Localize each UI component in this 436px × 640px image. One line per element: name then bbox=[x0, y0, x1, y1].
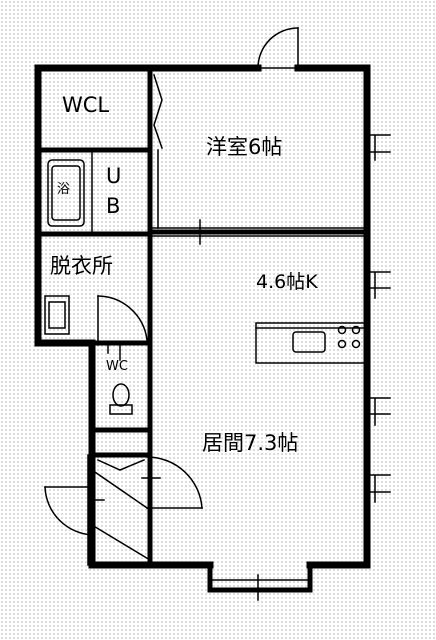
bath-label: 浴 bbox=[57, 182, 71, 197]
room-label-dressing: 脱衣所 bbox=[50, 254, 113, 278]
room-label-living: 居間7.3帖 bbox=[202, 431, 299, 455]
room-label-wc: WC bbox=[106, 359, 128, 374]
bathtub bbox=[47, 159, 85, 227]
room-label-unit-bath-u: U bbox=[106, 164, 122, 188]
interior-walls bbox=[35, 67, 370, 568]
door-top bbox=[257, 27, 299, 69]
room-label-kitchen: 4.6帖K bbox=[256, 271, 318, 293]
toilet bbox=[109, 383, 133, 415]
closet-folding-door bbox=[153, 74, 163, 229]
kitchen-counter bbox=[255, 322, 368, 364]
bay-window bbox=[207, 562, 313, 601]
room-label-unit-bath-b: B bbox=[106, 194, 121, 218]
windows-right bbox=[366, 134, 391, 503]
dressing-door bbox=[97, 295, 148, 346]
room-label-wcl: WCL bbox=[62, 93, 110, 117]
washbasin bbox=[44, 295, 70, 335]
entrance-doors bbox=[44, 456, 203, 562]
room-label-western-room: 洋室6帖 bbox=[206, 135, 283, 159]
